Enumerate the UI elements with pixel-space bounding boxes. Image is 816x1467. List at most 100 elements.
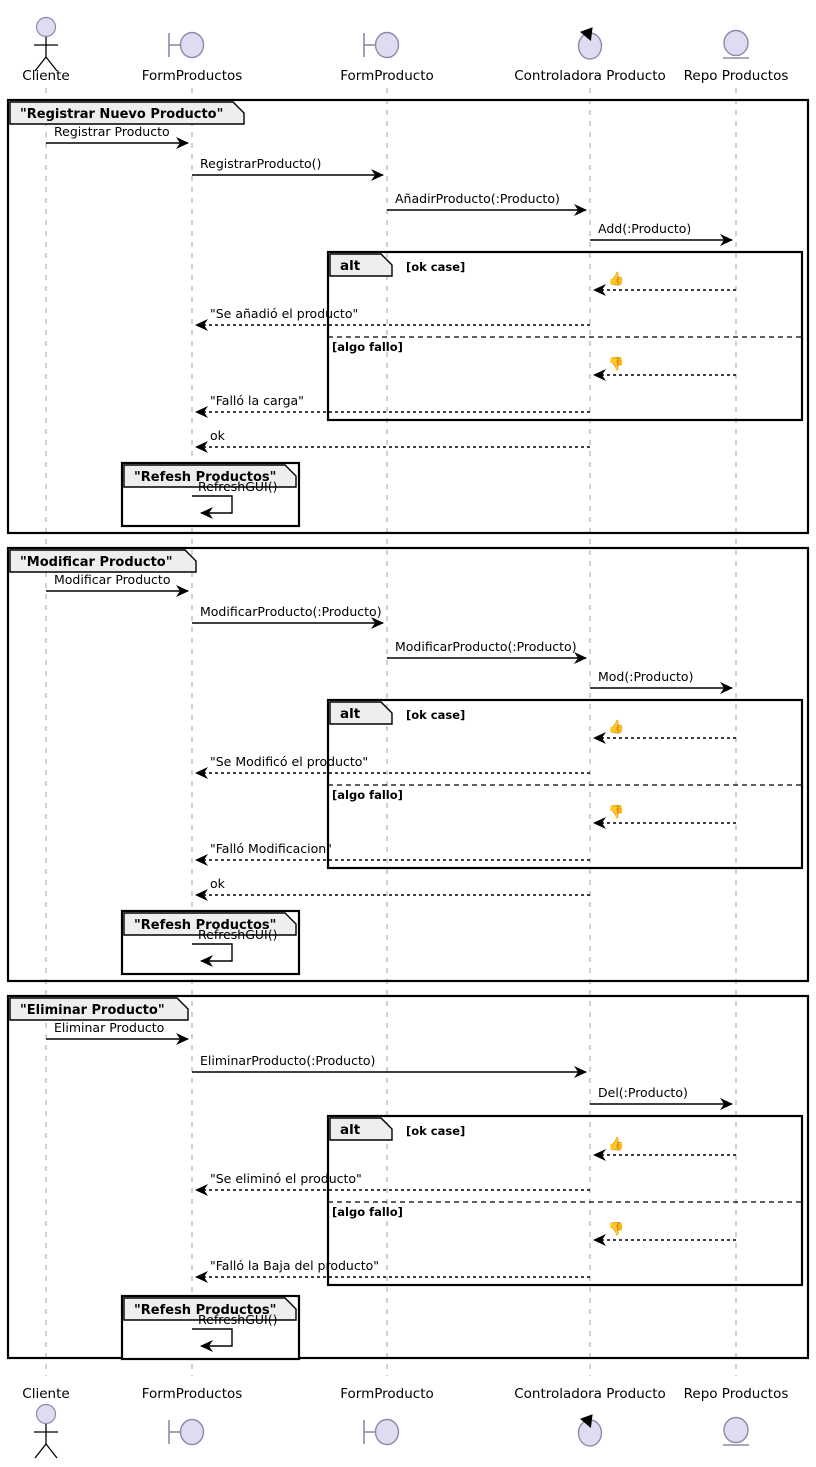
group-header-0-label: "Registrar Nuevo Producto" — [20, 107, 223, 122]
participant-formproductos[interactable]: FormProductos — [142, 31, 243, 85]
group-border-1 — [6, 546, 810, 983]
thumbs-down-icon: 👎 — [608, 356, 624, 372]
participant-label-repo-productos: Repo Productos — [684, 68, 789, 84]
participant-foot-label-cliente: Cliente — [22, 1386, 69, 1402]
alt-fail-return-1: 👎 — [593, 804, 736, 829]
actor-head-cliente-bottom — [35, 1403, 57, 1425]
entity-circle-repo-productos-bottom — [723, 1416, 749, 1444]
alt-header-0-shape — [329, 253, 393, 277]
message-1-3: Mod(:Producto) — [590, 669, 733, 694]
alt-header-2-shape — [329, 1117, 393, 1141]
group-border-0 — [6, 98, 810, 535]
message-2-0: Eliminar Producto — [46, 1020, 189, 1045]
message-0-2-label: AñadirProducto(:Producto) — [395, 191, 560, 206]
participant-repo-productos[interactable]: Repo Productos — [684, 29, 789, 85]
after-message-0-label: ok — [210, 428, 226, 443]
actor-head-cliente-top — [35, 16, 57, 38]
group-header-2-label: "Eliminar Producto" — [20, 1003, 165, 1018]
alt-fail-return-2: 👎 — [593, 1221, 736, 1246]
alt-frame-0: alt[ok case][algo fallo] — [326, 250, 804, 422]
group-header-1-label: "Modificar Producto" — [20, 555, 173, 570]
participant-foot-cliente[interactable]: Cliente — [22, 1386, 70, 1459]
self-message-arrow-0 — [192, 495, 233, 519]
alt-fail-message-1-label: "Falló Modificacion" — [210, 841, 332, 856]
participant-foot-controladora-producto[interactable]: Controladora Producto — [514, 1386, 666, 1447]
alt-ok-return-1: 👍 — [593, 719, 736, 744]
participant-label-controladora-producto: Controladora Producto — [514, 68, 666, 84]
alt-fail-message-0: "Falló la carga" — [195, 393, 590, 418]
inner-group-frame-0: "Refesh Productos"RefreshGUI() — [120, 461, 301, 528]
message-0-1: RegistrarProducto() — [192, 156, 384, 181]
participant-label-formproducto: FormProducto — [340, 68, 434, 84]
actor-legs-cliente-top — [34, 55, 58, 72]
group-header-2-shape — [9, 997, 189, 1021]
message-0-3: Add(:Producto) — [590, 221, 733, 246]
participant-controladora-producto[interactable]: Controladora Producto — [514, 27, 666, 84]
section-0: "Registrar Nuevo Producto" Registrar Prod… — [6, 98, 810, 535]
alt-header-1-shape — [329, 701, 393, 725]
message-1-1: ModificarProducto(:Producto) — [192, 604, 384, 629]
message-2-1: EliminarProducto(:Producto) — [192, 1053, 587, 1078]
control-arrow-controladora-producto-top — [580, 27, 593, 41]
group-header-0-shape — [9, 101, 245, 125]
alt-fail-message-0-label: "Falló la carga" — [210, 393, 304, 408]
alt-ok-message-1-label: "Se Modificó el producto" — [210, 754, 368, 769]
boundary-circle-formproductos-bottom — [179, 1418, 205, 1446]
alt-condition-fail-1: [algo fallo] — [332, 788, 403, 802]
participant-foot-formproducto[interactable]: FormProducto — [340, 1386, 434, 1446]
lifelines — [45, 88, 737, 1376]
alt-border-0 — [326, 250, 804, 422]
after-message-1: ok — [195, 876, 590, 901]
after-message-0: ok — [195, 428, 590, 453]
section-1: "Modificar Producto" Modificar ProductoMo… — [6, 546, 810, 983]
alt-frame-1: alt [ok case] [algo fallo] — [326, 698, 804, 870]
inner-group-frame-2: "Refesh Productos"RefreshGUI() — [120, 1294, 301, 1361]
group-frame-1: "Modificar Producto" — [6, 546, 810, 983]
entity-circle-repo-productos-top — [723, 29, 749, 57]
participant-foot-label-controladora-producto: Controladora Producto — [514, 1386, 666, 1402]
participant-label-formproductos: FormProductos — [142, 68, 243, 84]
message-0-2: AñadirProducto(:Producto) — [387, 191, 587, 216]
participant-foot-label-formproducto: FormProducto — [340, 1386, 434, 1402]
alt-ok-message-0-label: "Se añadió el producto" — [210, 306, 358, 321]
group-header-1-shape — [9, 549, 197, 573]
alt-header-2-label: alt — [340, 1122, 361, 1138]
alt-border-1 — [326, 698, 804, 870]
alt-header-0-label: alt — [340, 258, 361, 274]
inner-group-header-2-label: "Refesh Productos" — [134, 1303, 276, 1318]
message-2-1-label: EliminarProducto(:Producto) — [200, 1053, 375, 1068]
message-0-0-label: Registrar Producto — [54, 124, 170, 139]
message-1-1-label: ModificarProducto(:Producto) — [200, 604, 382, 619]
alt-header-1-label: alt — [340, 706, 361, 722]
inner-group-header-0-label: "Refesh Productos" — [134, 470, 276, 485]
alt-ok-return-0: 👍 — [593, 271, 736, 296]
participant-foot-formproductos[interactable]: FormProductos — [142, 1386, 243, 1446]
alt-ok-message-2: "Se eliminó el producto" — [195, 1171, 590, 1196]
alt-ok-return-2: 👍 — [593, 1136, 736, 1161]
message-1-0-label: Modificar Producto — [54, 572, 170, 587]
message-2-2: Del(:Producto) — [590, 1085, 733, 1110]
message-0-0: Registrar Producto — [46, 124, 189, 149]
inner-group-header-0-shape — [123, 464, 297, 488]
alt-condition-ok-0: [ok case] — [406, 260, 465, 274]
group-frame-0: "Registrar Nuevo Producto" — [6, 98, 810, 535]
self-message-label-2: RefreshGUI() — [198, 1312, 277, 1327]
thumbs-down-icon: 👎 — [608, 804, 624, 820]
alt-frame-2: alt[ok case][algo fallo] — [326, 1114, 804, 1287]
message-1-2: ModificarProducto(:Producto) — [387, 639, 587, 664]
message-2-2-label: Del(:Producto) — [598, 1085, 688, 1100]
alt-condition-ok-2: [ok case] — [406, 1124, 465, 1138]
message-1-3-label: Mod(:Producto) — [598, 669, 693, 684]
participant-cliente[interactable]: Cliente — [22, 16, 70, 85]
alt-ok-message-2-label: "Se eliminó el producto" — [210, 1171, 362, 1186]
thumbs-up-icon: 👍 — [608, 1136, 624, 1152]
participant-foot-label-repo-productos: Repo Productos — [684, 1386, 789, 1402]
boundary-circle-formproductos-top — [179, 31, 205, 59]
participant-foot-repo-productos[interactable]: Repo Productos — [684, 1386, 789, 1446]
self-message-arrow-1 — [192, 943, 233, 967]
participant-formproducto[interactable]: FormProducto — [340, 31, 434, 85]
boundary-circle-formproducto-top — [374, 31, 400, 59]
alt-condition-ok-1: [ok case] — [406, 708, 465, 722]
